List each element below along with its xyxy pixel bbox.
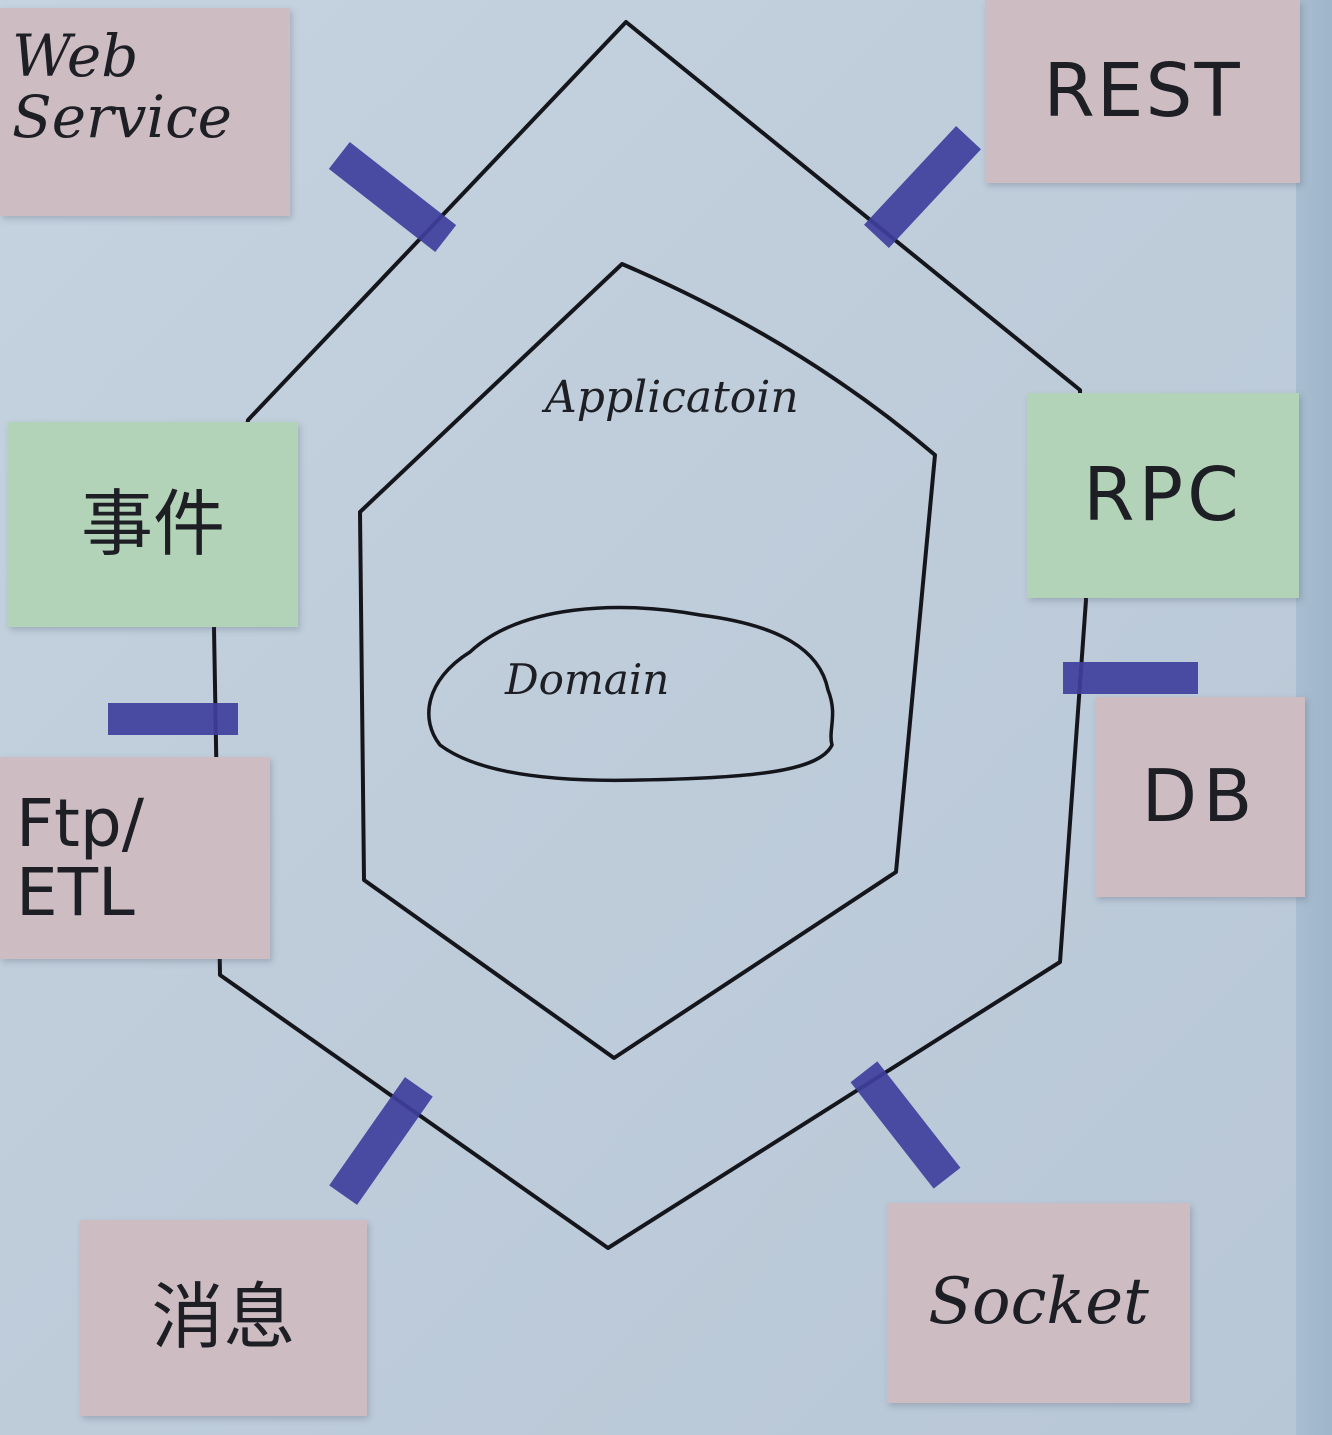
note-socket-label: Socket [928, 1265, 1149, 1340]
note-db-label: DB [1141, 754, 1259, 839]
tape-event-ftp [108, 703, 238, 735]
note-rpc: RPC [1027, 393, 1299, 598]
tape-rpc-db [1063, 662, 1198, 694]
inner-hexagon [358, 262, 937, 1060]
note-message: 消息 [80, 1220, 367, 1416]
domain-label: Domain [505, 655, 670, 704]
application-label: Applicatoin [545, 372, 799, 423]
domain-cloud [427, 605, 835, 783]
note-web-service: Web Service [0, 8, 290, 216]
note-web-service-label: Web Service [12, 22, 232, 151]
note-message-label: 消息 [151, 1275, 296, 1360]
note-event-label: 事件 [80, 481, 225, 566]
note-rpc-label: RPC [1083, 451, 1243, 538]
outer-hexagon [212, 20, 1088, 1250]
note-ftp-etl: Ftp/ ETL [0, 757, 270, 959]
note-rest-label: REST [1043, 47, 1242, 134]
note-db: DB [1095, 697, 1305, 897]
note-rest: REST [985, 0, 1300, 183]
note-event: 事件 [8, 422, 298, 627]
note-socket: Socket [887, 1203, 1190, 1403]
note-ftp-etl-label: Ftp/ ETL [16, 784, 144, 931]
